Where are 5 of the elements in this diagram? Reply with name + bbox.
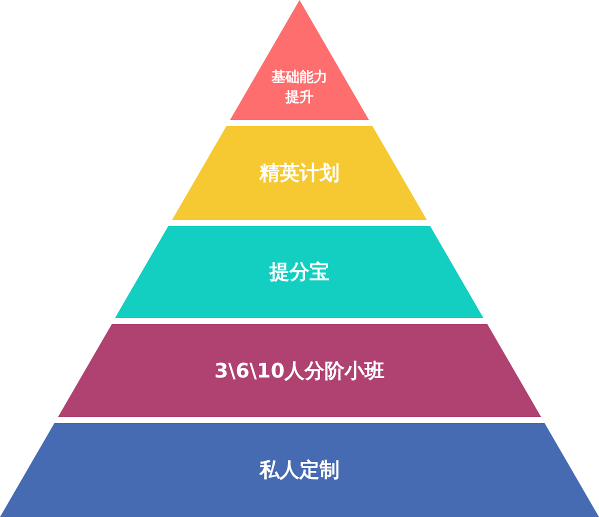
layer-label: 私人定制 <box>260 456 340 484</box>
layer-label: 提分宝 <box>269 258 330 286</box>
layer-label: 基础能力提升 <box>270 68 328 107</box>
layer-label: 精英计划 <box>259 160 340 186</box>
layer-label: 3\6\10人分阶小班 <box>214 357 385 384</box>
